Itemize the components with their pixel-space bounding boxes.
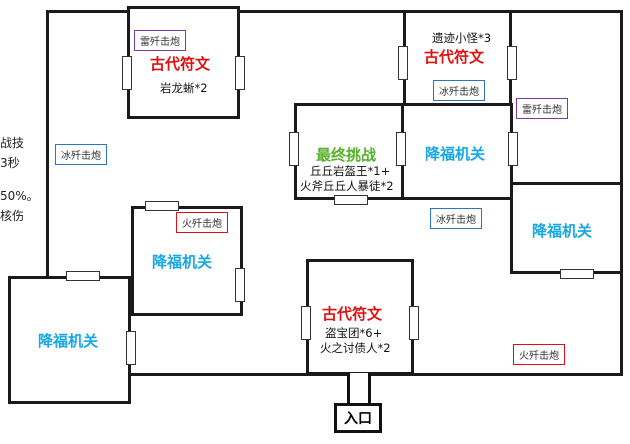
door	[396, 132, 406, 166]
ice-cannon-tag[interactable]: 冰歼击炮	[430, 208, 482, 229]
door	[507, 46, 517, 80]
ancient-rune-title: 古代符文	[424, 48, 485, 66]
side-text-3: 50%。	[0, 189, 39, 203]
enemy-label: 盗宝团*6+	[325, 326, 383, 340]
thunder-cannon-tag[interactable]: 雷歼击炮	[134, 30, 186, 51]
fire-cannon-tag[interactable]: 火歼击炮	[513, 344, 565, 365]
door	[398, 46, 408, 80]
blessing-title: 降福机关	[425, 145, 486, 163]
thunder-cannon-tag[interactable]: 雷歼击炮	[516, 98, 568, 119]
fire-cannon-tag[interactable]: 火歼击炮	[176, 212, 228, 233]
side-text-2: 3秒	[0, 156, 20, 170]
door	[334, 195, 368, 205]
door	[235, 268, 245, 302]
ancient-rune-title: 古代符文	[322, 305, 383, 323]
enemy-label: 丘丘岩盔王*1+	[310, 164, 391, 178]
ice-cannon-tag[interactable]: 冰歼击炮	[55, 144, 107, 165]
side-text-4: 核伤	[0, 209, 25, 223]
door	[508, 132, 518, 166]
door	[235, 56, 245, 90]
door	[145, 201, 179, 211]
door	[126, 331, 136, 365]
enemy-label: 火之讨债人*2	[320, 341, 391, 355]
final-challenge-title: 最终挑战	[316, 146, 377, 164]
door	[289, 132, 299, 166]
side-text-1: 战技	[0, 136, 25, 150]
ice-cannon-tag[interactable]: 冰歼击炮	[433, 80, 485, 101]
blessing-title: 降福机关	[532, 222, 593, 240]
entrance-corridor	[347, 373, 371, 405]
entrance-button[interactable]: 入口	[334, 403, 382, 433]
blessing-title: 降福机关	[152, 253, 213, 271]
door	[66, 271, 100, 281]
ancient-rune-title: 古代符文	[150, 55, 211, 73]
enemy-label: 遗迹小怪*3	[432, 31, 492, 45]
door	[560, 269, 594, 279]
blessing-title: 降福机关	[38, 332, 99, 350]
enemy-label: 岩龙蜥*2	[160, 81, 208, 95]
door	[301, 306, 311, 340]
door	[409, 306, 419, 340]
door	[122, 56, 132, 90]
enemy-label: 火斧丘丘人暴徒*2	[300, 179, 394, 193]
